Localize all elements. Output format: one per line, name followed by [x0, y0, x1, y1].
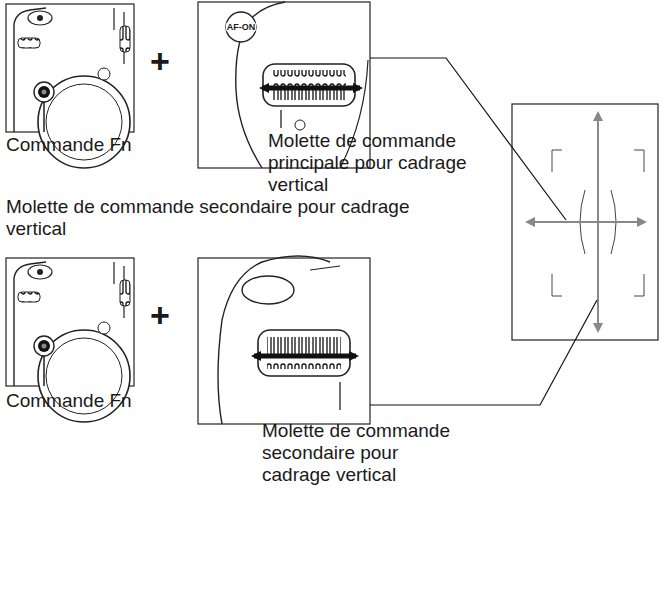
dial-label: Molette de commande principale pour cadr… [268, 130, 500, 196]
dial-label: Molette de commande secondaire pour cadr… [262, 420, 462, 486]
button-label: Commande Fn [6, 134, 176, 156]
button-label: Commande Fn [6, 390, 176, 412]
section-heading: Molette de commande secondaire pour cadr… [6, 196, 426, 240]
plus-sign: + [150, 44, 190, 78]
plus-sign: + [150, 298, 190, 332]
button-marking: AF-ON [226, 22, 256, 32]
